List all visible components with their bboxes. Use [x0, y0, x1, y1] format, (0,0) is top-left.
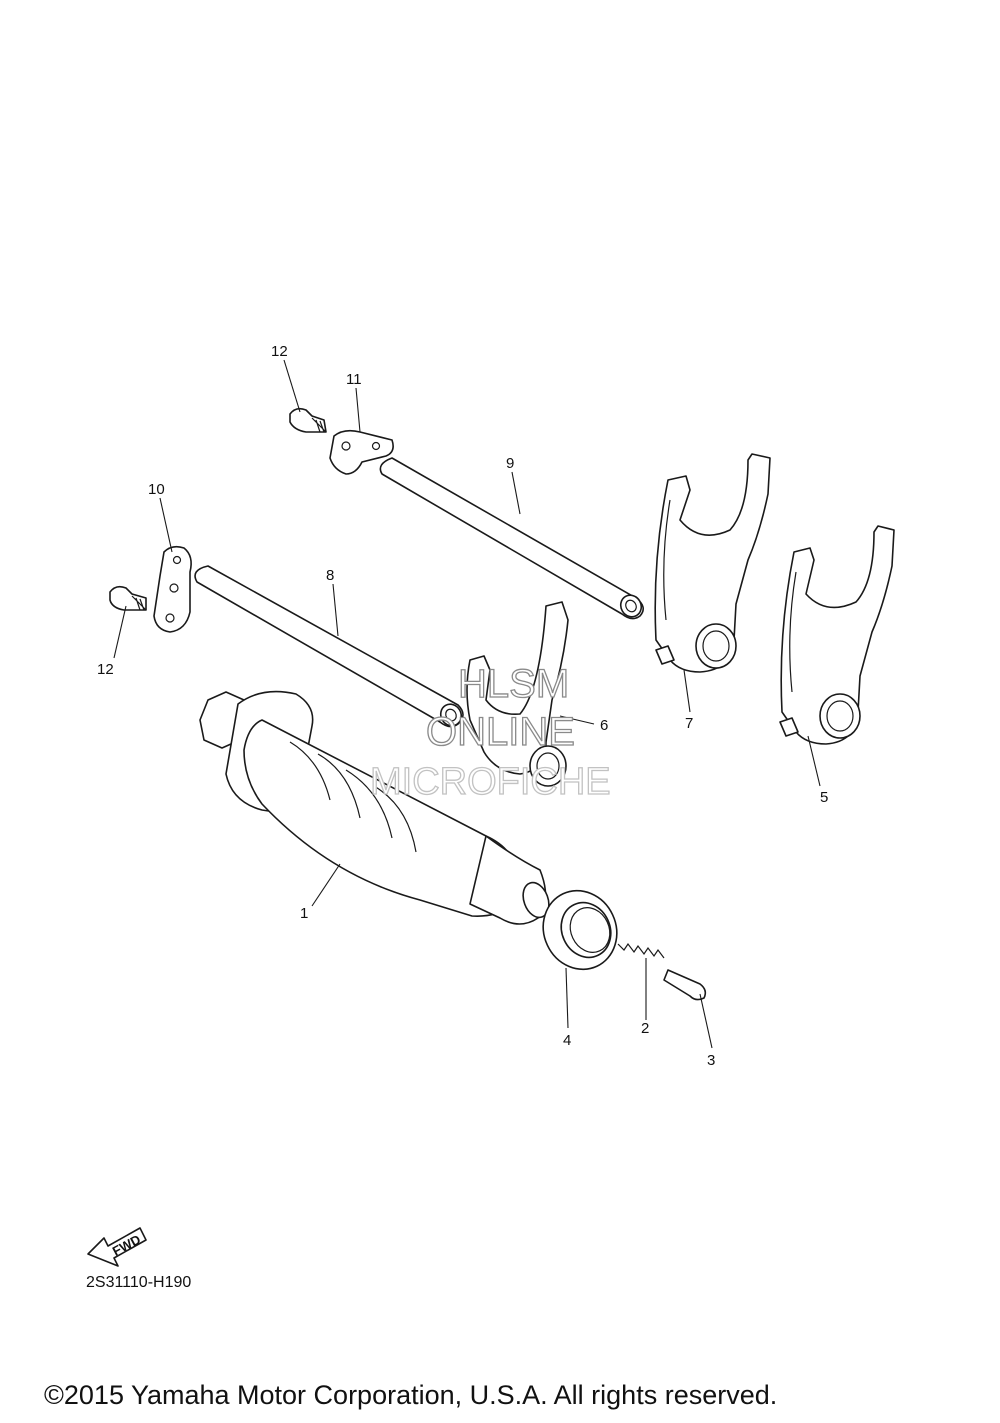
callout-7: 7	[685, 715, 693, 732]
bearing	[542, 889, 618, 971]
watermark-line-3: MICROFICHE	[370, 761, 611, 803]
guide-bar-upper	[379, 457, 644, 620]
callout-3: 3	[707, 1052, 715, 1069]
callout-2: 2	[641, 1020, 649, 1037]
watermark-line-1: HLSM	[458, 662, 569, 706]
callout-12-upper: 12	[271, 343, 288, 360]
callout-9: 9	[506, 455, 514, 472]
callout-4: 4	[563, 1032, 571, 1049]
callout-1: 1	[300, 905, 308, 922]
spring	[617, 942, 665, 959]
fwd-label: FWD	[110, 1232, 143, 1259]
callout-5: 5	[820, 789, 828, 806]
leader-lines	[113, 359, 821, 1049]
callout-11: 11	[346, 371, 362, 388]
copyright-notice: ©2015 Yamaha Motor Corporation, U.S.A. A…	[44, 1380, 777, 1410]
shift-fork-5	[779, 525, 895, 745]
bolt-upper	[289, 407, 327, 433]
guide-bar-lower	[194, 565, 464, 728]
stopper-plate-upper	[329, 429, 394, 475]
bolt-lower	[109, 585, 147, 611]
callout-12-lower: 12	[97, 661, 114, 678]
fwd-arrow-icon: FWD	[87, 1227, 147, 1267]
shift-cam-drum	[199, 690, 550, 925]
stopper-plate-lower	[153, 545, 192, 633]
callouts: 1 2 3 4 5 6 7 8 9 10 11 12 12	[97, 343, 828, 1069]
watermark-line-2: ONLINE	[426, 710, 575, 754]
callout-6: 6	[600, 717, 608, 734]
shift-fork-6	[466, 601, 569, 787]
shift-fork-7	[654, 453, 771, 673]
pin	[663, 969, 707, 1001]
watermark: HLSM ONLINE MICROFICHE	[369, 661, 611, 803]
callout-10: 10	[148, 481, 165, 498]
callout-8: 8	[326, 567, 334, 584]
diagram-code: 2S31110-H190	[86, 1274, 191, 1291]
